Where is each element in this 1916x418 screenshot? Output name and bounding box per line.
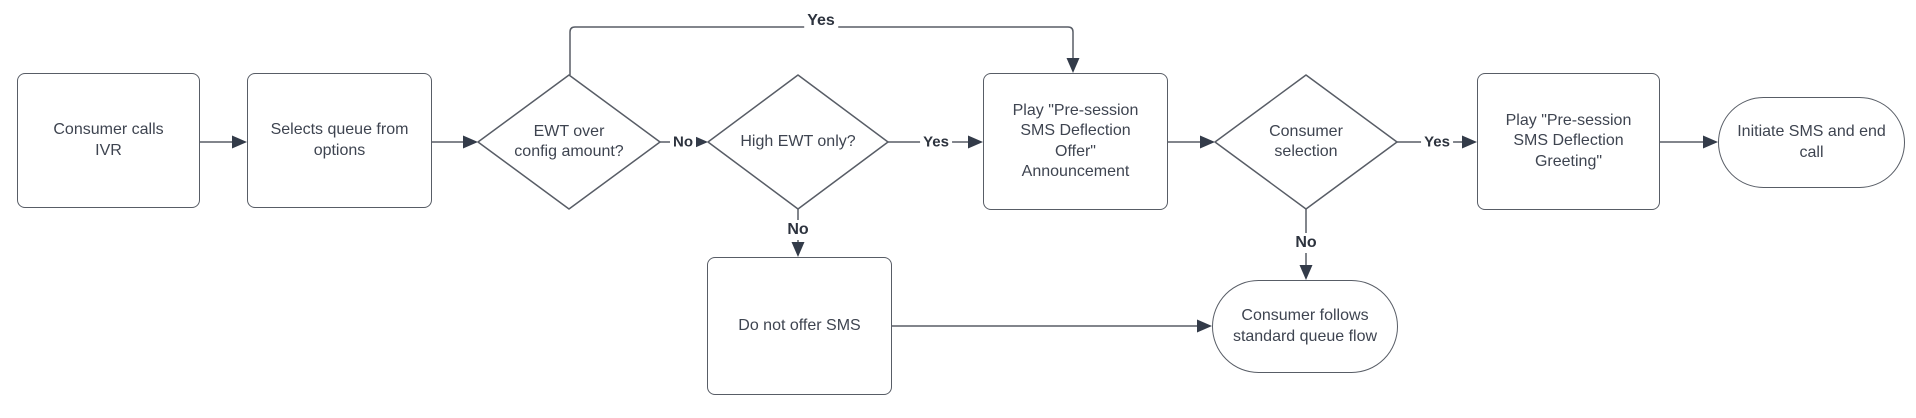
diamond-ewt-over-config <box>477 74 661 210</box>
node-play-greeting: Play "Pre-session SMS Deflection Greetin… <box>1477 73 1660 210</box>
edge-label-no-below-selection: No <box>1292 233 1320 253</box>
node-do-not-offer-sms: Do not offer SMS <box>707 257 892 395</box>
edge-label-no-between-diamonds: No <box>670 132 696 152</box>
node-label: Play "Pre-session SMS Deflection Greetin… <box>1505 111 1632 170</box>
node-label: Consumer follows standard queue flow <box>1232 307 1378 345</box>
node-label: Initiate SMS and end call <box>1737 123 1886 161</box>
arrowhead <box>693 135 708 149</box>
node-label: Do not offer SMS <box>738 316 861 334</box>
arrowhead <box>232 135 247 149</box>
diamond-consumer-selection <box>1214 74 1398 210</box>
arrowhead <box>791 242 805 257</box>
edge-label-no-below-high-ewt: No <box>784 220 812 240</box>
node-label: Selects queue from options <box>270 121 409 159</box>
edge-label-yes-after-high-ewt: Yes <box>920 132 952 152</box>
arrowhead <box>1299 265 1313 280</box>
arrowhead <box>1197 319 1212 333</box>
edge-label-yes-after-selection: Yes <box>1421 132 1453 152</box>
arrowhead <box>968 135 983 149</box>
arrowhead <box>1462 135 1477 149</box>
node-consumer-selection: Consumer selection <box>1215 75 1397 209</box>
arrowhead <box>1703 135 1718 149</box>
node-label: EWT over config amount? <box>514 122 624 160</box>
node-standard-queue-flow: Consumer follows standard queue flow <box>1212 280 1398 373</box>
edge-label-yes-top: Yes <box>804 11 838 31</box>
diamond-high-ewt-only <box>707 74 889 210</box>
node-high-ewt-only: High EWT only? <box>708 75 888 209</box>
arrowhead <box>1200 135 1215 149</box>
node-label: Consumer selection <box>1269 122 1343 160</box>
arrowhead <box>1066 58 1080 73</box>
node-consumer-calls-ivr: Consumer calls IVR <box>17 73 200 208</box>
node-selects-queue: Selects queue from options <box>247 73 432 208</box>
arrowhead <box>463 135 478 149</box>
node-label: Consumer calls IVR <box>53 121 164 159</box>
node-initiate-sms: Initiate SMS and end call <box>1718 97 1905 188</box>
node-play-offer-announcement: Play "Pre-session SMS Deflection Offer" … <box>983 73 1168 210</box>
node-label: High EWT only? <box>740 132 856 150</box>
edge-ewt-yes-top <box>569 26 1074 75</box>
node-ewt-over-config: EWT over config amount? <box>478 75 660 209</box>
node-label: Play "Pre-session SMS Deflection Offer" … <box>1012 101 1139 180</box>
